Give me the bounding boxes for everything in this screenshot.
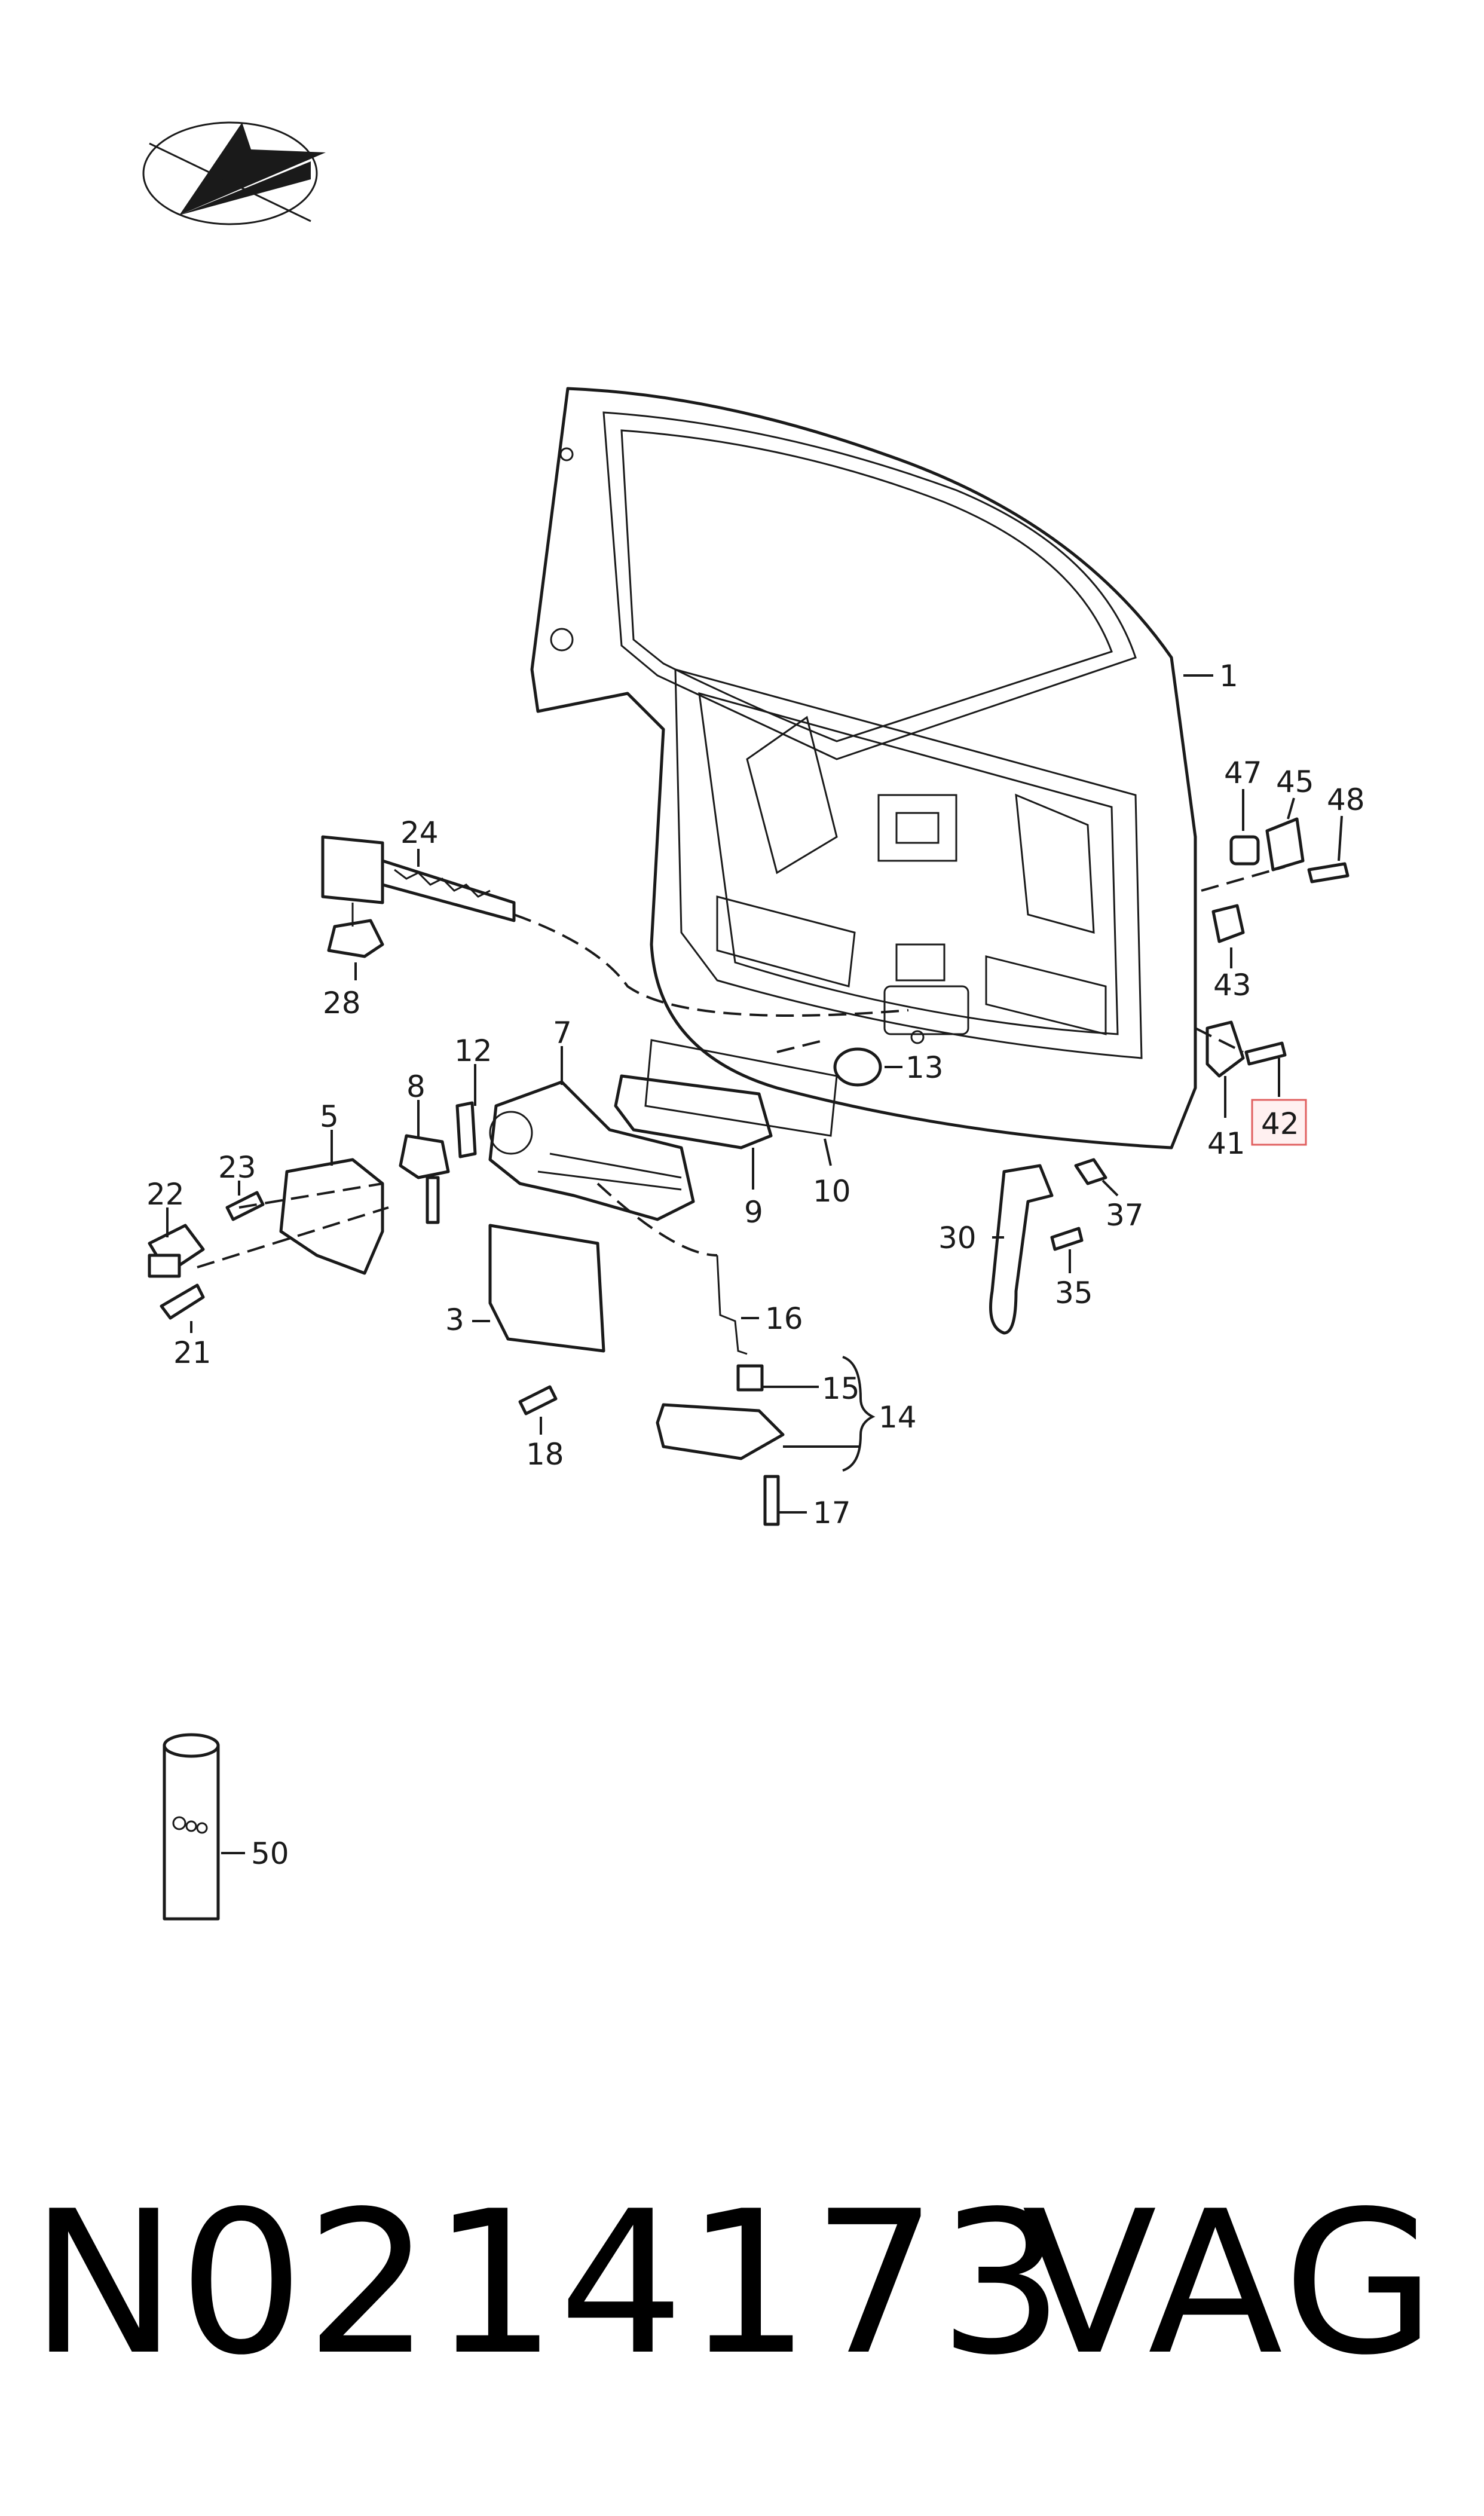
callout-23: 23 bbox=[218, 1150, 256, 1185]
bolt-21-part bbox=[160, 1283, 205, 1320]
striker-part bbox=[1205, 1020, 1245, 1078]
callout-21: 21 bbox=[173, 1335, 212, 1370]
handle-housing-part bbox=[488, 1080, 695, 1221]
actuator-part bbox=[399, 1134, 450, 1224]
callout-5: 5 bbox=[320, 1099, 339, 1134]
screw-35-part bbox=[1050, 1227, 1084, 1251]
callout-18: 18 bbox=[526, 1437, 564, 1472]
callout-17: 17 bbox=[813, 1496, 851, 1530]
footer: N0214173 VAG bbox=[30, 2176, 1464, 2391]
callout-12: 12 bbox=[454, 1034, 492, 1068]
bolt-48-part bbox=[1307, 862, 1350, 883]
callout-10: 10 bbox=[813, 1174, 851, 1209]
callout-45: 45 bbox=[1276, 765, 1314, 799]
grommet-part bbox=[833, 1047, 882, 1087]
callout-43: 43 bbox=[1213, 968, 1252, 1002]
grease-tube-icon bbox=[163, 1733, 220, 1921]
callout-16: 16 bbox=[765, 1301, 803, 1336]
cable-part bbox=[989, 1164, 1054, 1335]
clip-part bbox=[455, 1101, 477, 1158]
bolt-18-part bbox=[518, 1385, 558, 1416]
callout-1: 1 bbox=[1219, 659, 1238, 693]
strap-part bbox=[321, 835, 516, 958]
callout-30: 30 bbox=[938, 1221, 977, 1255]
exploded-parts-diagram: 1 47 45 48 43 41 42 37 30 35 13 10 9 7 1… bbox=[142, 121, 1365, 1921]
callout-3: 3 bbox=[445, 1303, 464, 1337]
buffer-47-part bbox=[1229, 835, 1260, 866]
bracket-45-part bbox=[1265, 817, 1305, 872]
callout-48: 48 bbox=[1327, 782, 1365, 817]
bolt-17-part bbox=[763, 1475, 780, 1526]
cover-part bbox=[488, 1224, 605, 1353]
bird-logo-icon bbox=[142, 121, 326, 225]
callout-50: 50 bbox=[251, 1836, 289, 1871]
callout-15: 15 bbox=[822, 1371, 860, 1406]
bracket-part bbox=[279, 1158, 384, 1275]
lock-part bbox=[656, 1403, 785, 1460]
tailgate-panel bbox=[530, 387, 1197, 1150]
clip-37-part bbox=[1074, 1158, 1107, 1185]
part-number: N0214173 bbox=[30, 2169, 1066, 2398]
callout-28: 28 bbox=[323, 986, 361, 1020]
seal-part bbox=[644, 1039, 838, 1137]
handle-part bbox=[614, 1074, 773, 1150]
rod-part bbox=[716, 1255, 748, 1355]
lock-cylinder-part bbox=[148, 1224, 205, 1278]
callout-7: 7 bbox=[553, 1016, 572, 1050]
callout-9: 9 bbox=[744, 1195, 763, 1230]
buffer-43-part bbox=[1211, 904, 1245, 943]
callout-13: 13 bbox=[905, 1050, 944, 1085]
callout-24: 24 bbox=[400, 815, 439, 850]
bolt-42-part bbox=[1244, 1041, 1287, 1066]
callout-41: 41 bbox=[1207, 1126, 1246, 1161]
nut-part bbox=[736, 1364, 764, 1392]
callout-35: 35 bbox=[1055, 1276, 1093, 1310]
callout-8: 8 bbox=[406, 1069, 426, 1104]
callout-42-highlight bbox=[1251, 1099, 1307, 1146]
brand-label: VAG bbox=[1022, 2169, 1440, 2398]
callout-42: 42 bbox=[1261, 1106, 1299, 1141]
callout-22: 22 bbox=[146, 1177, 185, 1212]
callout-37: 37 bbox=[1106, 1198, 1144, 1233]
callout-47: 47 bbox=[1224, 756, 1262, 790]
callout-14: 14 bbox=[879, 1400, 917, 1435]
